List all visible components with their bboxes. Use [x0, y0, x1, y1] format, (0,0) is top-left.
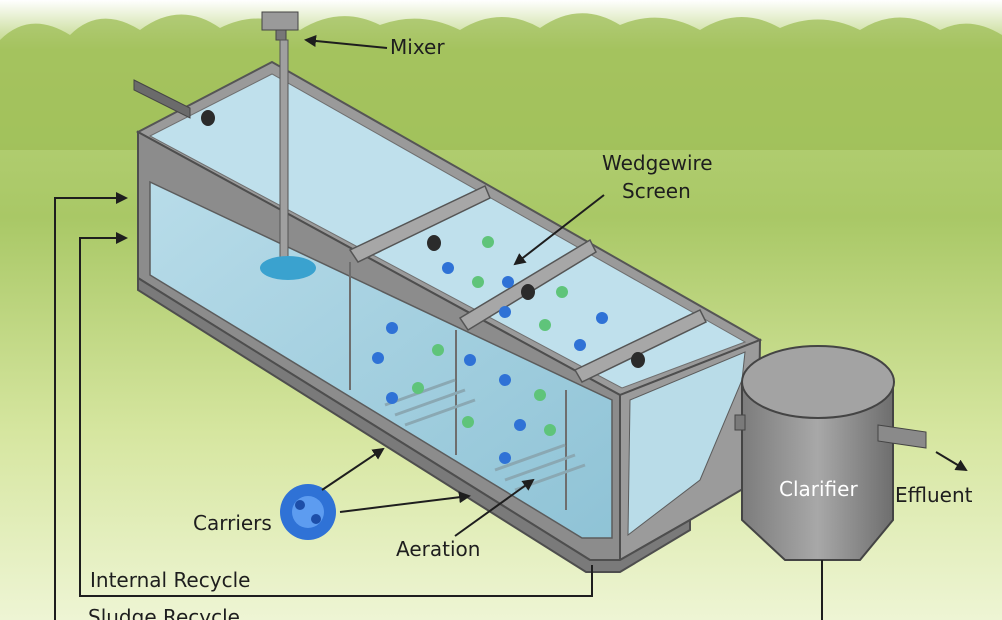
carrier-media-icon — [280, 484, 336, 540]
label-internal-recycle: Internal Recycle — [90, 568, 250, 592]
tank-base — [137, 276, 691, 573]
recycle-lines — [54, 192, 593, 620]
label-sludge-recycle: Sludge Recycle — [88, 605, 240, 620]
carriers-arrow-1 — [321, 447, 385, 491]
divider-wall-3 — [573, 309, 708, 383]
mixer-arrow — [304, 35, 388, 49]
label-aeration: Aeration — [396, 537, 480, 561]
end-wall-cutaway — [627, 351, 746, 537]
water-surface — [148, 73, 747, 389]
label-clarifier: Clarifier — [779, 477, 858, 501]
tank-carriers — [372, 236, 608, 464]
label-wedgewire-line2: Screen — [622, 179, 691, 203]
label-carriers: Carriers — [193, 511, 272, 535]
label-effluent: Effluent — [895, 483, 973, 507]
carriers-arrow-2 — [339, 491, 471, 513]
mixer-motor-icon — [260, 11, 316, 280]
label-wedgewire-line1: Wedgewire — [602, 151, 713, 175]
label-mixer: Mixer — [390, 35, 445, 59]
annotation-arrows — [304, 35, 968, 537]
wedgewire-arrow — [513, 194, 605, 266]
divider-wall-1 — [348, 184, 491, 263]
inlet-pipe-icon — [133, 79, 191, 119]
aeration-arrow — [454, 478, 535, 537]
effluent-arrow — [935, 451, 968, 472]
pipe-ports — [201, 110, 645, 368]
outlet-pipe-icon — [877, 424, 927, 449]
clarifier-tank — [741, 345, 895, 620]
connector-pipe-icon — [734, 414, 746, 431]
